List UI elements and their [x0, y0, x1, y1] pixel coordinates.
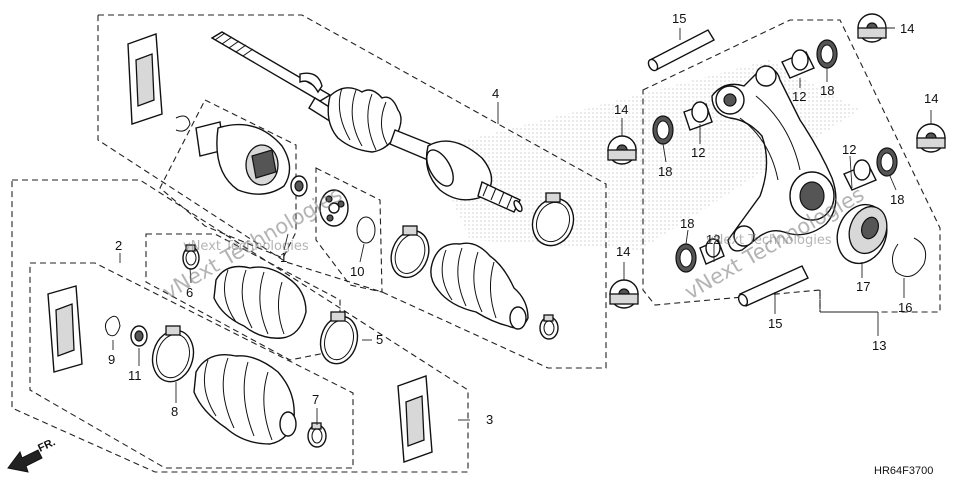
collar-15-bottom	[737, 265, 809, 307]
assembly-10-boundary	[315, 167, 383, 293]
snap-ring-16	[892, 237, 927, 277]
grease-packet-left	[47, 285, 83, 373]
callout-16: 16	[898, 300, 912, 315]
seal-18-right	[876, 147, 898, 177]
band-clamp-8	[151, 325, 195, 383]
callout-1: 1	[280, 250, 287, 265]
assembly-1-boundary	[159, 99, 297, 259]
small-clamp-6	[182, 244, 200, 270]
callout-15a: 15	[672, 11, 686, 26]
callout-13: 13	[872, 338, 886, 353]
assembly-4-boundary	[97, 14, 607, 369]
band-clamp-4-lower	[390, 225, 430, 279]
bushing-12-left	[683, 101, 713, 131]
drive-shaft	[210, 31, 523, 213]
front-arrow-icon	[7, 449, 43, 473]
seal-18-lower	[675, 243, 697, 273]
callout-14d: 14	[616, 244, 630, 259]
callout-5: 5	[376, 332, 383, 347]
bushing-12-lower	[699, 238, 725, 265]
inner-boot	[213, 265, 307, 339]
callout-7: 7	[312, 392, 319, 407]
callout-6: 6	[186, 285, 193, 300]
bearing-17	[836, 203, 888, 265]
callout-15b: 15	[768, 316, 782, 331]
callout-3: 3	[486, 412, 493, 427]
bushing-12-top	[781, 49, 815, 79]
assembly-2-boundary	[29, 262, 354, 469]
snap-ring-1	[290, 175, 308, 197]
tripod-10	[319, 189, 376, 244]
collar-15-top	[647, 29, 715, 72]
callout-2: 2	[115, 238, 122, 253]
inner-cv-joint	[195, 121, 291, 195]
small-clamp-4	[539, 314, 559, 340]
front-arrow-label: FR.	[36, 436, 57, 454]
band-clamp-5	[319, 311, 359, 365]
boot-4	[430, 242, 529, 330]
dust-seal-14-mid	[607, 135, 637, 165]
callout-18d: 18	[680, 216, 694, 231]
callout-9: 9	[108, 352, 115, 367]
callouts: 1 2 3 4 5 6 7 8 9 10 11 12 12 12 12 13 1…	[108, 11, 938, 427]
callout-14c: 14	[614, 102, 628, 117]
callout-8: 8	[171, 404, 178, 419]
small-clamp-7	[307, 422, 327, 448]
watermark-3: vNext Technologies	[706, 233, 832, 248]
callout-11: 11	[128, 368, 142, 383]
circlip-9	[104, 315, 121, 337]
seal-18-left	[652, 115, 674, 145]
dust-seal-14-right	[916, 123, 946, 153]
leader-lines	[112, 27, 932, 425]
outer-boot	[193, 354, 297, 445]
dust-seal-14-low	[609, 279, 639, 309]
callout-17: 17	[856, 279, 870, 294]
grease-packet-bottom	[397, 375, 433, 463]
circlip-top-left	[175, 115, 191, 132]
callout-14b: 14	[924, 91, 938, 106]
grease-packet-top	[127, 33, 163, 125]
assembly-13-boundary	[642, 19, 941, 313]
band-clamp-4-upper	[531, 192, 575, 247]
front-direction-arrow: FR.	[7, 436, 57, 473]
callout-12a: 12	[792, 89, 806, 104]
callout-12b: 12	[691, 145, 705, 160]
callout-18c: 18	[890, 192, 904, 207]
seal-18-top	[816, 39, 838, 69]
callout-18a: 18	[820, 83, 834, 98]
watermark-1: vNext Technologies	[183, 239, 309, 254]
callout-18b: 18	[658, 164, 672, 179]
callout-12d: 12	[706, 232, 720, 247]
swing-arm	[711, 65, 837, 252]
callout-12c: 12	[842, 142, 856, 157]
callout-10: 10	[350, 264, 364, 279]
callout-4: 4	[492, 86, 499, 101]
snap-ring-11	[130, 325, 148, 347]
diagram-code: HR64F3700	[874, 465, 933, 477]
callout-14a: 14	[900, 21, 914, 36]
